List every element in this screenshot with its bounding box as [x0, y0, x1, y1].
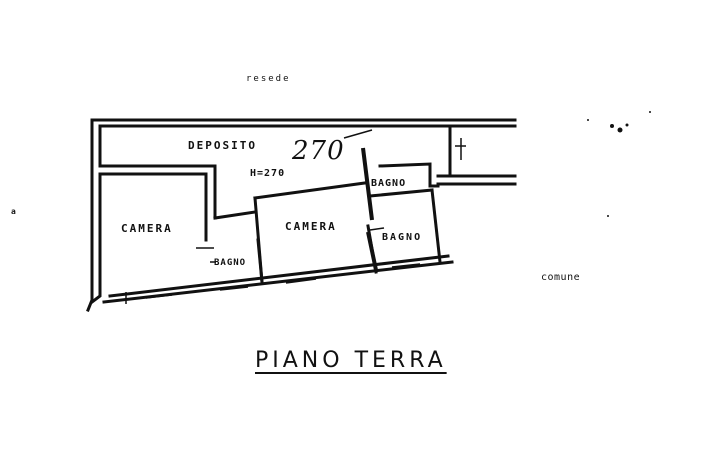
bagno-small-right	[256, 238, 264, 284]
speck	[610, 124, 614, 128]
label-camera-left: CAMERA	[121, 222, 173, 235]
left-outer-wall	[86, 118, 94, 312]
window-1	[145, 294, 173, 299]
divider-stub	[366, 231, 378, 271]
label-height-note: H=270	[250, 168, 286, 179]
label-bagno-right: BAGNO	[382, 232, 423, 243]
window-3	[285, 278, 317, 284]
scan-specks	[587, 111, 651, 217]
speck	[649, 111, 651, 113]
camera-center-top	[253, 181, 367, 200]
plan-title: PIANO TERRA	[255, 348, 447, 373]
bagno-top-box	[378, 162, 440, 188]
label-bagno-top: BAGNO	[371, 178, 407, 189]
speck	[625, 123, 629, 127]
window-4	[391, 263, 421, 268]
bottom-wall	[102, 260, 454, 304]
bottom-wall-inner	[108, 254, 450, 298]
label-deposito: DEPOSITO	[188, 139, 257, 152]
label-handwritten-270: 270	[292, 136, 345, 166]
window-2	[219, 286, 249, 291]
door-mark-4	[455, 138, 466, 160]
camera-left-box	[98, 172, 208, 242]
handwritten-underline	[343, 129, 373, 139]
speck	[617, 127, 623, 133]
openings	[125, 138, 466, 304]
label-camera-center: CAMERA	[285, 220, 337, 233]
label-margin-mark: a	[11, 207, 17, 216]
outer-walls	[86, 118, 517, 312]
speck	[587, 119, 589, 121]
label-resede: resede	[246, 74, 291, 84]
bagno-right-right	[430, 188, 442, 264]
bagno-right-top	[368, 188, 434, 198]
door-mark-3	[369, 227, 385, 231]
internal-thick-walls	[361, 147, 378, 271]
camera-left-inner	[89, 172, 102, 305]
corridor-to-camera	[213, 210, 257, 220]
label-comune: comune	[541, 272, 581, 283]
speck	[607, 215, 609, 217]
label-bagno-small: BAGNO	[214, 258, 247, 268]
deposito-bottom-left	[98, 164, 217, 220]
center-divider	[361, 147, 374, 221]
